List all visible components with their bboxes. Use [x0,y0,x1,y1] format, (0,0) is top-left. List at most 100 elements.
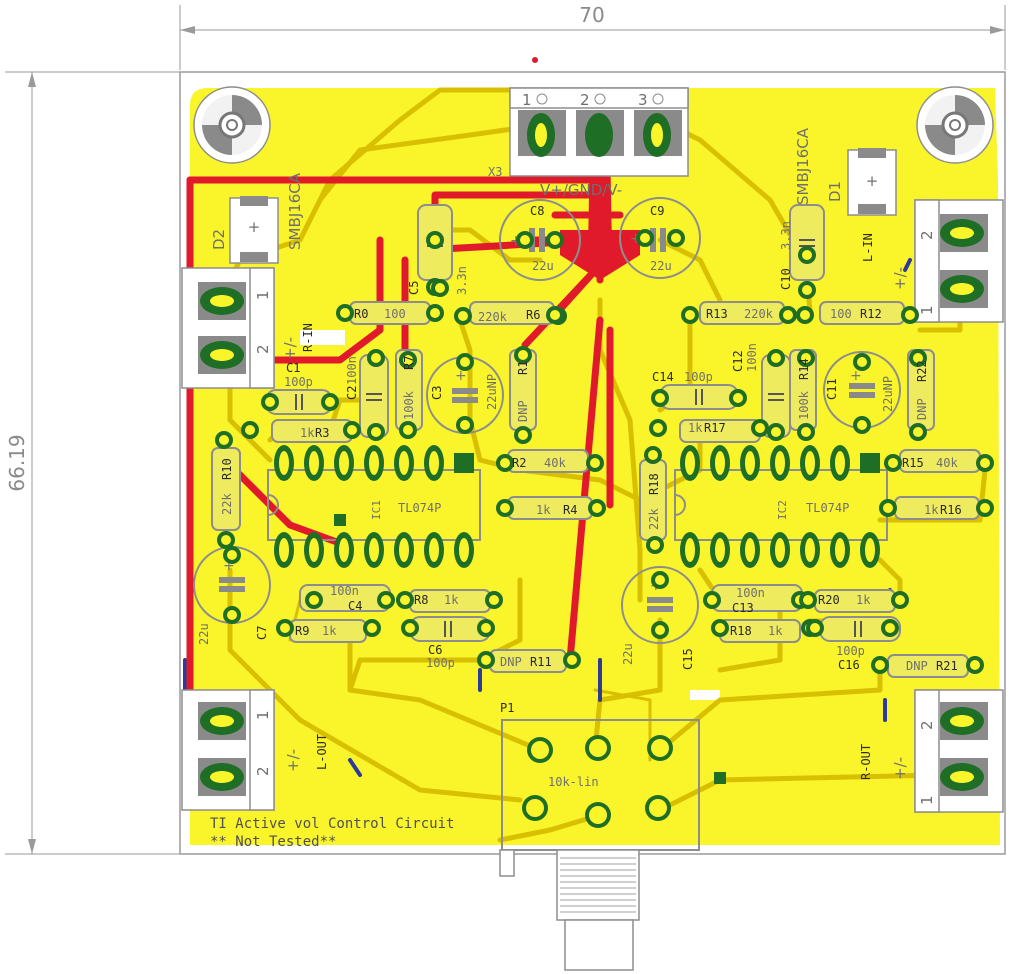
component-pad [909,349,927,367]
component-pad [426,231,444,249]
component-pad [853,353,871,371]
component-pad [454,307,472,325]
ic2-pin-pad [860,532,880,568]
label-c5-ref: C5 [407,281,421,295]
ic1-pin-pad [304,445,324,481]
ic2-pin-pad [860,453,880,473]
label-c16-value: 100p [836,644,865,658]
ic2-pin-pad [710,532,730,568]
connector-l-in[interactable]: 1 2 +/- L-IN [861,199,1004,323]
l-in-pin1: 1 [918,305,936,315]
x3-function-label: V+/GND/V- [540,181,622,199]
label-r0-ref: R0 [354,307,368,321]
ic2-pin-pad [680,445,700,481]
ic2-pin-pad [710,445,730,481]
label-r7-value: 100k [402,390,416,420]
svg-text:+: + [223,558,235,574]
component-pad [667,229,685,247]
component-pad [797,349,815,367]
component-pad [546,231,564,249]
ic2-pin-pad [830,445,850,481]
l-out-polarity: +/- [284,749,302,772]
ic1-pin-pad [304,532,324,568]
label-c9-value: 22u [650,259,672,273]
ic1-pin-pad [274,445,294,481]
r-out-polarity: +/- [891,757,909,780]
component-pad [901,306,919,324]
l-out-label: L-OUT [315,734,329,770]
component-pad [401,619,419,637]
component-pad [343,421,361,439]
label-c14-value: 100p [684,370,713,384]
svg-text:+: + [248,218,261,236]
connector-l-out[interactable]: 1 2 +/- L-OUT [181,689,329,811]
board-title-line1: TI Active vol Control Circuit [210,816,454,832]
component-pad [751,419,769,437]
label-c14-ref: C14 [652,370,674,384]
label-r13-ref: R13 [706,307,728,321]
label-r2-value: 40k [544,456,566,470]
label-r18a-value: 22k [647,508,661,530]
component-pad [588,499,606,517]
resistor-bodies [211,301,981,678]
label-r11-ref: R11 [530,655,552,669]
component-pad [217,531,235,549]
potentiometer-pad [585,735,611,761]
label-c4-ref: C4 [348,599,362,613]
component-pad [797,423,815,441]
label-c15-ref: C15 [681,648,695,670]
label-c12-value: 100n [745,343,759,372]
label-c7-value: 22u [197,623,211,645]
connector-x3[interactable]: 1 2 3 X3 V+/GND/V- [488,87,689,199]
width-dimension-label: 70 [579,3,604,27]
potentiometer-pad [585,802,611,828]
connector-r-in[interactable]: 1 2 +/- R-IN [181,267,315,389]
ic1-pin-pad [454,453,474,473]
component-pad [779,306,797,324]
potentiometer-p1[interactable]: P1 10k-lin [499,701,700,971]
r-in-label: R-IN [301,323,315,352]
component-pad [516,231,534,249]
component-pad [703,591,721,609]
label-c6-value: 100p [426,656,455,670]
ic2-pin-pad [830,532,850,568]
component-pad [646,536,664,554]
label-r3-value: 1k [300,426,315,440]
label-c4-value: 100n [330,584,359,598]
p1-value-label: 10k-lin [548,775,599,789]
p1-ref-label: P1 [500,701,514,715]
component-pad [223,546,241,564]
component-pad [477,651,495,669]
connector-r-out[interactable]: 1 2 +/- R-OUT [859,689,1004,813]
svg-text:+: + [630,231,642,247]
label-r1-ref: R1 [516,361,530,375]
r-out-pin1: 1 [918,795,936,805]
potentiometer-pad [527,737,553,763]
label-c5-value: 3.3n [455,266,469,295]
label-r15-ref: R15 [902,456,924,470]
component-pad [367,423,385,441]
label-c3-value: 22uNP [485,374,499,410]
label-c3-ref: C3 [430,386,444,400]
l-in-polarity: +/- [891,267,909,290]
component-pad [909,423,927,441]
label-c8-value: 22u [532,259,554,273]
component-pad [644,446,662,464]
component-pad [884,454,902,472]
label-r17-ref: R17 [704,421,726,435]
component-pad [241,421,259,439]
label-c10-ref: C10 [779,268,793,290]
ic1-pin-pad [334,445,354,481]
mounting-hole-top-left [193,86,271,164]
component-pad [651,571,669,589]
label-c9-ref: C9 [650,204,664,218]
label-r4-ref: R4 [563,503,577,517]
label-r14-ref: R14 [797,358,811,380]
component-pad [546,306,564,324]
label-r12-ref: R12 [860,307,882,321]
d1-ref-label: D1 [826,181,844,202]
ic2-pin-pad [740,445,760,481]
label-r10-value: 22k [220,493,234,515]
x3-pin2-label: 2 [580,91,590,109]
component-pad [976,499,994,517]
